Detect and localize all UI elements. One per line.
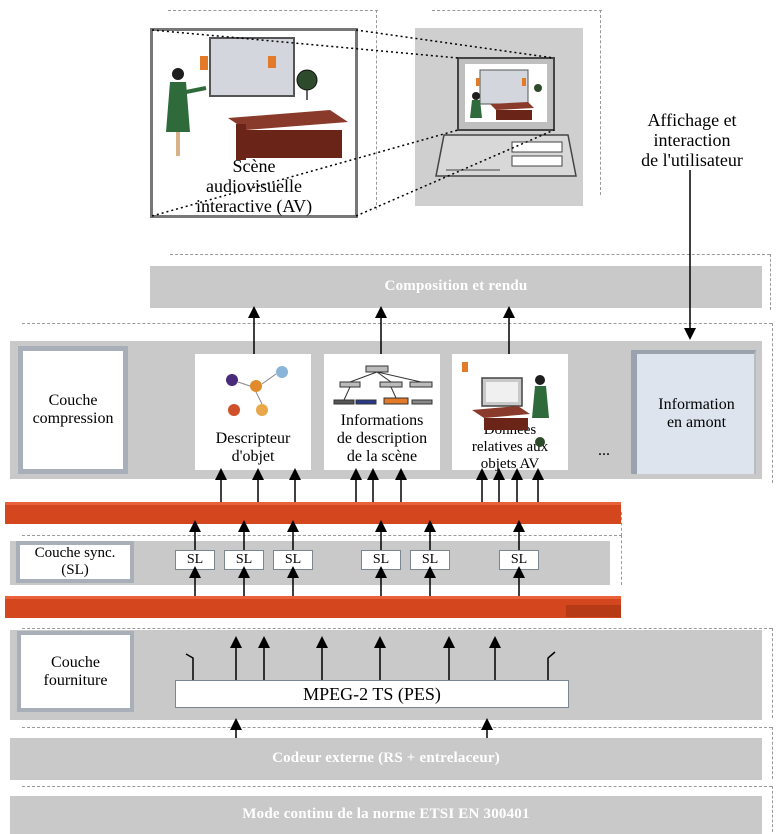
upstream-info-box <box>631 350 756 474</box>
delivery-frame-right <box>772 628 773 718</box>
scene-frame-top <box>168 10 378 11</box>
projection-lines <box>151 29 555 217</box>
object-descriptor-line2: d'objet <box>231 448 275 465</box>
compression-label-line2: compression <box>32 410 114 427</box>
scene-caption-line1: Scène <box>232 156 276 176</box>
delivery-label-line1: Couche <box>51 653 100 671</box>
scene-caption-line3: interactive (AV) <box>195 196 313 216</box>
red-bar-lower-shadow <box>566 605 621 617</box>
bottom-frame-top <box>22 786 772 787</box>
compression-input-arrows <box>215 468 544 502</box>
sl-output-arrows <box>189 520 525 550</box>
scene-illustration <box>166 37 348 160</box>
outer-coder-frame-right <box>772 727 773 779</box>
upstream-info-line1: Information <box>658 396 735 413</box>
composition-label: Composition et rendu <box>384 278 528 294</box>
mpeg2-ts-box: MPEG-2 TS (PES) <box>175 680 569 708</box>
bottom-frame-right <box>772 786 773 832</box>
scene-description-line2: de description <box>336 430 428 447</box>
object-descriptor-graphic <box>226 366 288 416</box>
composition-bar <box>150 266 762 308</box>
sl-box-4: SL <box>361 550 401 570</box>
scene-description-line3: de la scène <box>346 448 418 465</box>
upstream-info-label: Information en amont <box>631 396 762 432</box>
av-objects-graphic <box>462 362 549 447</box>
delivery-frame-top <box>22 628 772 629</box>
sync-label-line2: (SL) <box>61 562 89 578</box>
computer-illustration <box>435 57 577 177</box>
sync-frame-top <box>22 535 622 536</box>
sync-layer-label-box: Couche sync. (SL) <box>16 541 134 583</box>
outer-coder-bar <box>10 738 762 780</box>
outer-coder-label: Codeur externe (RS + entrelaceur) <box>272 750 500 766</box>
sl-input-arrows <box>189 566 525 596</box>
object-descriptor-label: Descripteur d'objet <box>195 430 311 466</box>
computer-frame-right <box>600 10 601 195</box>
composition-arrows <box>248 306 515 354</box>
computer-frame-top <box>432 10 602 11</box>
composition-frame-top <box>170 254 770 255</box>
scene-description-label: Informations de description de la scène <box>324 412 440 466</box>
bottom-bar <box>10 796 762 834</box>
red-bar-lower <box>5 596 621 618</box>
av-object-data-line2: relatives aux <box>471 439 549 455</box>
upstream-info-line2: en amont <box>666 414 727 431</box>
compression-label-line1: Couche <box>48 392 98 409</box>
object-descriptor-line1: Descripteur <box>215 430 291 447</box>
user-display-label: Affichage et interaction de l'utilisateu… <box>602 110 779 170</box>
transport-output-arrows <box>230 636 501 680</box>
sync-label-line1: Couche sync. <box>34 545 116 561</box>
delivery-layer-label-box: Couche fourniture <box>17 631 134 712</box>
user-display-line2: interaction <box>653 130 731 150</box>
delivery-label-line2: fourniture <box>43 671 108 689</box>
red-bar-upper-frame <box>621 512 622 536</box>
compression-ellipsis: ... <box>598 442 610 459</box>
user-display-line1: Affichage et <box>647 110 737 130</box>
desk-illustration <box>228 110 348 160</box>
scene-description-line1: Informations <box>340 412 424 429</box>
composition-frame-right <box>770 254 771 310</box>
scene-caption: Scène audiovisuelle interactive (AV) <box>150 156 358 216</box>
outer-coder-arrows <box>230 718 493 738</box>
scene-frame-right <box>376 10 377 210</box>
object-descriptor-box <box>195 354 311 470</box>
transport-ticks <box>185 651 556 680</box>
bottom-label: Mode continu de la norme ETSI EN 300401 <box>242 806 530 822</box>
scene-tree-graphic <box>333 365 433 405</box>
compression-layer-label-box: Couche compression <box>18 346 128 474</box>
sync-frame-right <box>621 535 622 585</box>
mpeg2-ts-label: MPEG-2 TS (PES) <box>303 684 441 704</box>
user-display-line3: de l'utilisateur <box>641 150 743 170</box>
compression-frame-right <box>772 323 773 483</box>
compression-frame-top <box>22 323 772 324</box>
presenter-figure <box>166 68 207 156</box>
outer-coder-frame-top <box>22 727 772 728</box>
red-bar-upper <box>5 502 621 524</box>
